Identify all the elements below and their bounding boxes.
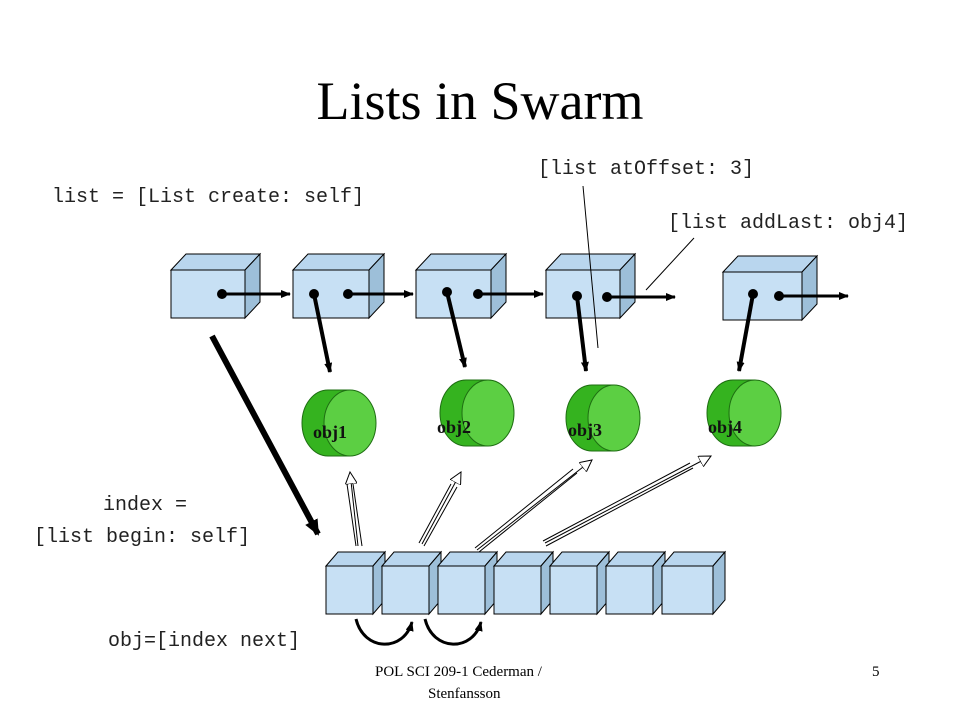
index-cell-3 bbox=[436, 550, 499, 616]
list-node-1 bbox=[291, 252, 386, 320]
index-to-object-arrows bbox=[347, 456, 711, 553]
object-obj3: obj3 bbox=[565, 384, 641, 452]
list-create-code: list = [List create: self] bbox=[52, 186, 365, 209]
next-pointer-arrows bbox=[222, 290, 849, 301]
page-number: 5 bbox=[872, 664, 880, 680]
list-node-4 bbox=[721, 254, 819, 322]
index-cell-2 bbox=[380, 550, 443, 616]
next-curve-arrows bbox=[354, 618, 483, 646]
list-to-index-arrow bbox=[209, 334, 321, 536]
slide-title: Lists in Swarm bbox=[316, 71, 644, 131]
obj2-label: obj2 bbox=[437, 417, 471, 437]
index-code-line1: index = bbox=[103, 494, 188, 517]
at-offset-leader-line bbox=[582, 185, 599, 349]
index-cell-7 bbox=[660, 550, 727, 616]
pointer-dots bbox=[217, 287, 784, 302]
element-pointer-arrows bbox=[312, 291, 755, 373]
index-cell-5 bbox=[548, 550, 611, 616]
add-last-leader-line bbox=[645, 237, 695, 291]
obj4-label: obj4 bbox=[708, 417, 742, 437]
at-offset-code: [list atOffset: 3] bbox=[538, 158, 755, 181]
object-obj4: obj4 bbox=[706, 379, 782, 447]
obj3-label: obj3 bbox=[568, 420, 602, 440]
list-head-box bbox=[169, 252, 262, 320]
index-next-code: obj=[index next] bbox=[108, 630, 301, 653]
object-obj2: obj2 bbox=[437, 379, 515, 447]
index-cell-6 bbox=[604, 550, 667, 616]
object-obj1: obj1 bbox=[301, 389, 377, 457]
footer-author: Stenfansson bbox=[428, 686, 501, 702]
list-node-2 bbox=[414, 252, 508, 320]
add-last-code: [list addLast: obj4] bbox=[668, 212, 909, 235]
index-cells bbox=[324, 550, 727, 616]
index-code-line2: [list begin: self] bbox=[34, 526, 251, 549]
obj1-label: obj1 bbox=[313, 422, 347, 442]
footer-course: POL SCI 209-1 Cederman / bbox=[375, 664, 542, 680]
index-cell-1 bbox=[324, 550, 387, 616]
index-cell-4 bbox=[492, 550, 555, 616]
